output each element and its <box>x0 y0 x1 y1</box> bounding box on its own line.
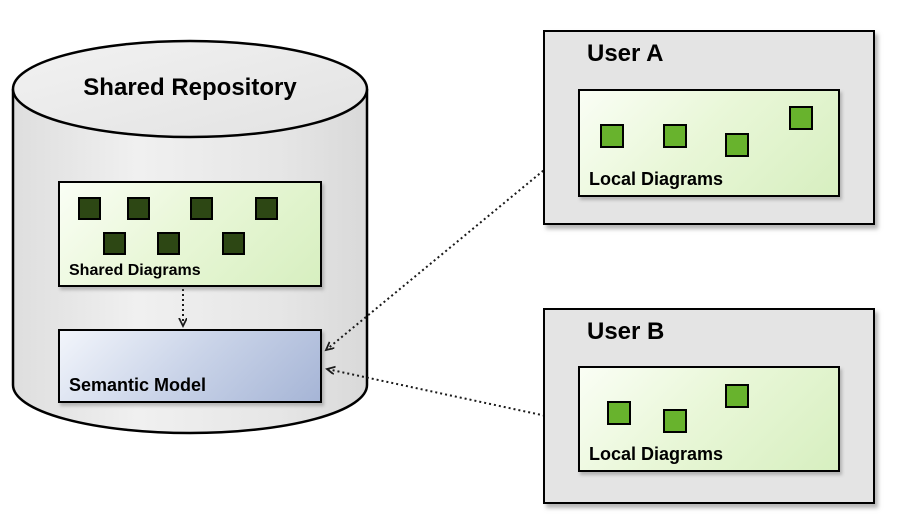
shared-diagram-item <box>157 232 180 255</box>
user-a-diagram-item <box>600 124 624 148</box>
shared-diagram-item <box>222 232 245 255</box>
user-b-diagram-item <box>607 401 631 425</box>
shared-diagram-item <box>190 197 213 220</box>
repository-title: Shared Repository <box>83 74 297 101</box>
shared-diagram-item <box>78 197 101 220</box>
user-a-panel: User A Local Diagrams <box>543 30 875 225</box>
local-diagrams-b-label: Local Diagrams <box>589 444 724 464</box>
user-a-diagram-item <box>663 124 687 148</box>
user-b-title: User B <box>587 318 665 345</box>
user-b-diagram-item <box>663 409 687 433</box>
local-diagrams-a-label: Local Diagrams <box>589 169 724 189</box>
shared-diagrams-label: Shared Diagrams <box>69 262 201 279</box>
user-a-title: User A <box>587 40 664 67</box>
semantic-model-label: Semantic Model <box>69 375 207 395</box>
user-b-diagram-item <box>725 384 749 408</box>
shared-diagram-item <box>103 232 126 255</box>
arrows-layer <box>183 141 580 424</box>
shared-diagram-item <box>255 197 278 220</box>
user-a-diagram-item <box>725 133 749 157</box>
user-a-diagram-item <box>789 106 813 130</box>
local-diagrams-b-box: Local Diagrams <box>578 366 840 472</box>
cylinder-top-ellipse <box>11 39 369 139</box>
shared-diagram-item <box>127 197 150 220</box>
local-diagrams-a-box: Local Diagrams <box>578 89 840 197</box>
semantic-model-box: Semantic Model <box>58 329 322 403</box>
user-b-panel: User B Local Diagrams <box>543 308 875 504</box>
shared-diagrams-box: Shared Diagrams <box>58 181 322 287</box>
